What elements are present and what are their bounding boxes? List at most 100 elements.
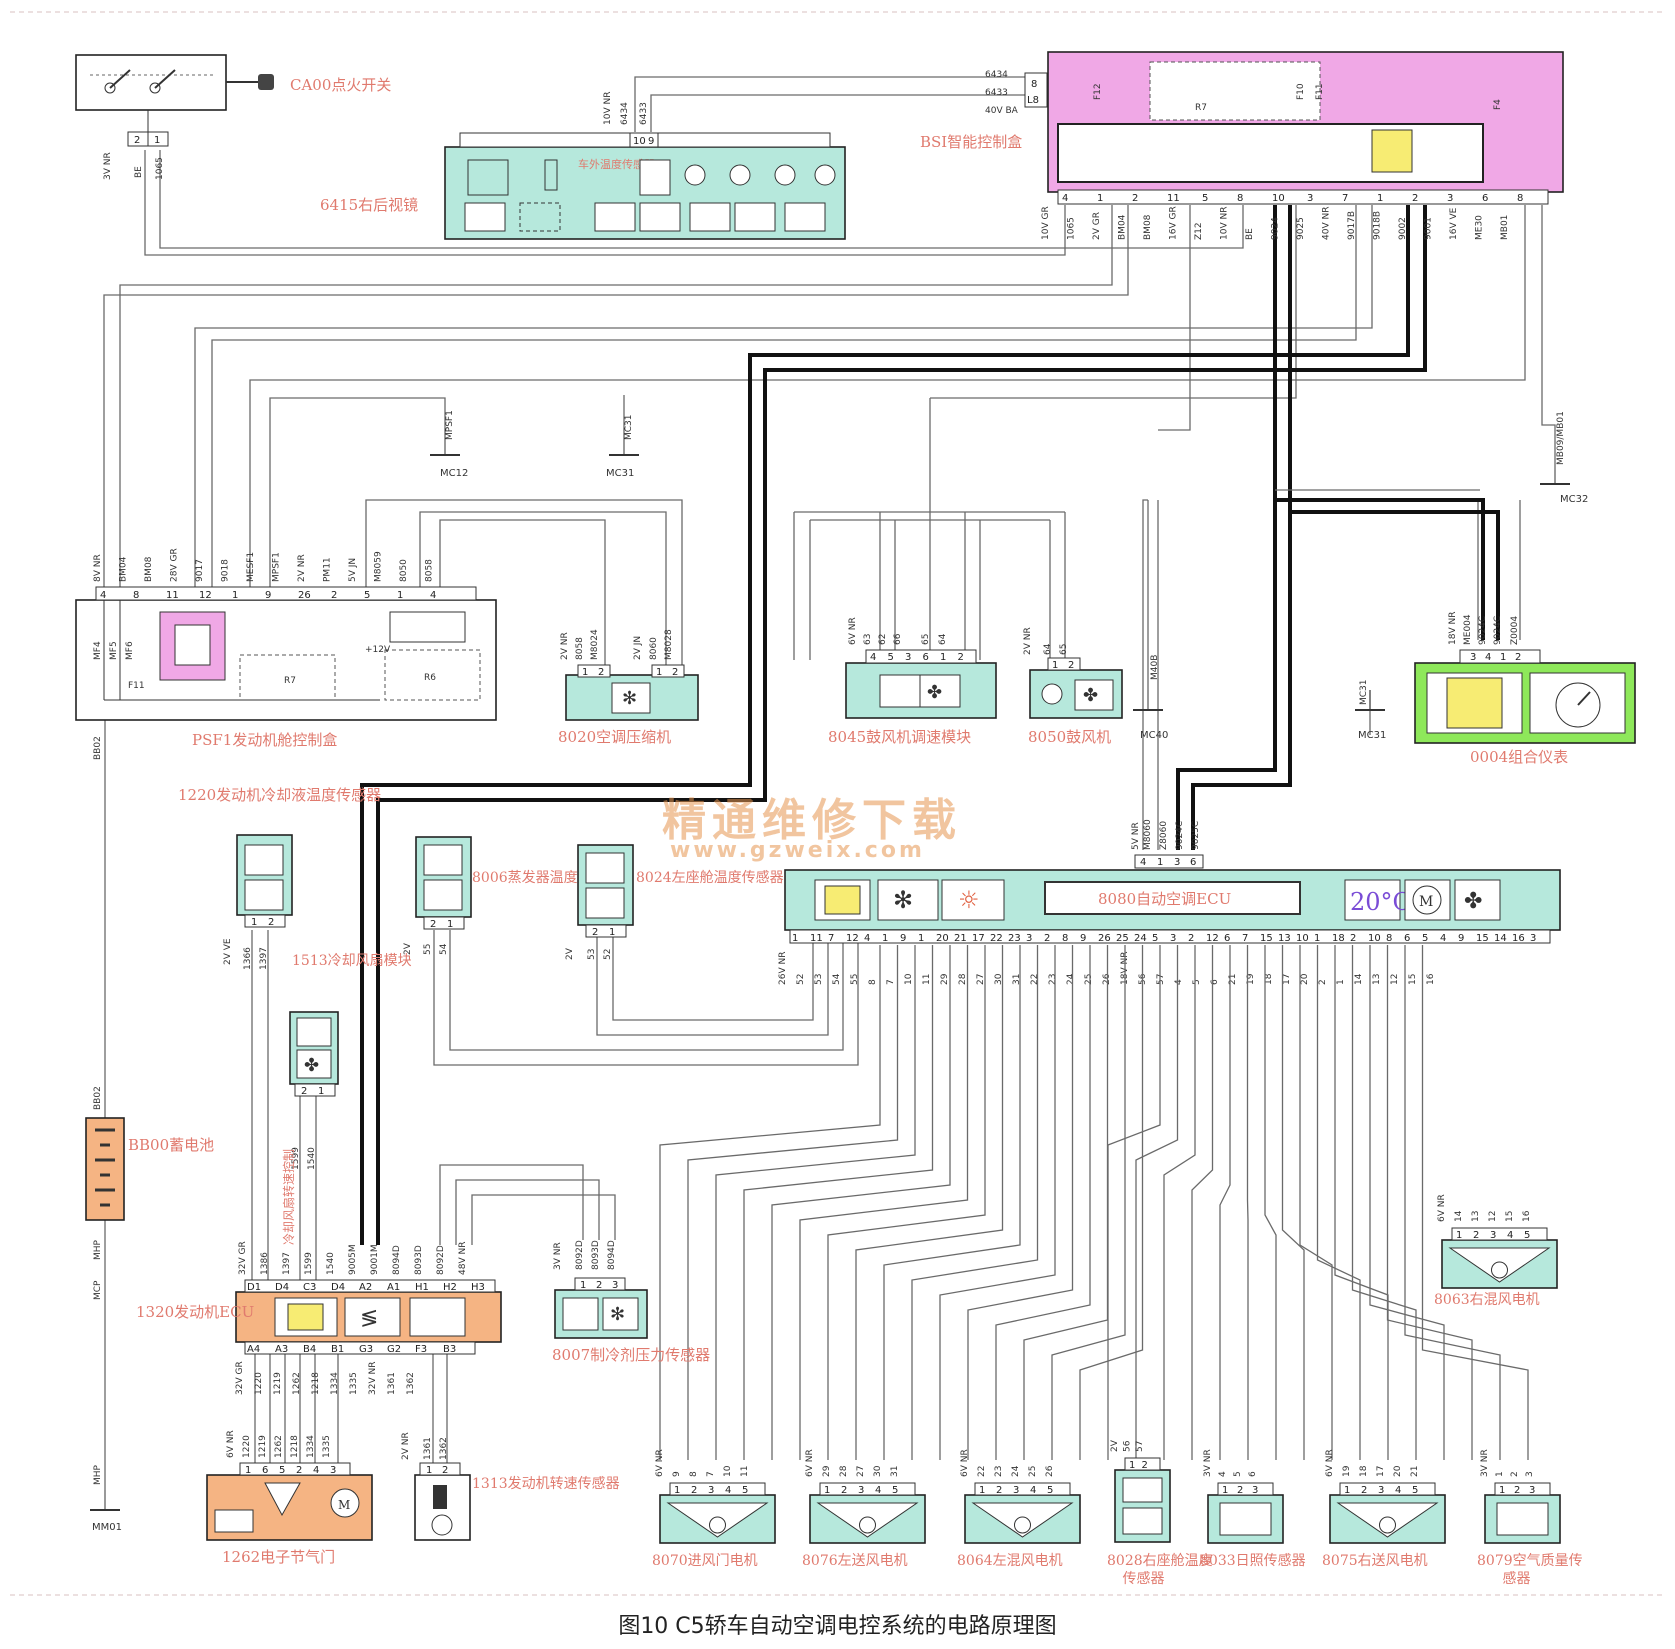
wire-label: 8058 <box>425 559 435 582</box>
svg-text:2: 2 <box>596 1280 602 1291</box>
ac-compressor[interactable]: 1 2 1 2 ✻ 8020空调压缩机 2V NR 8058 M8024 2V … <box>558 629 699 746</box>
pin-number: 16 <box>1512 933 1525 944</box>
wire-label: MPSF1 <box>272 552 282 582</box>
ignition-switch[interactable]: 2 1 CA00点火开关 3V NR BE 1065 <box>75 54 391 180</box>
pin-number: 3 <box>858 1485 864 1496</box>
pin-number: 1 <box>1097 193 1103 204</box>
refrigerant-pressure-sensor[interactable]: 1 2 3 ✻ 8007制冷剂压力传感器 3V NR 8092D 8093D 8… <box>552 1240 710 1364</box>
svg-text:40V BA: 40V BA <box>985 106 1019 116</box>
refrigerant-label: 8007制冷剂压力传感器 <box>552 1346 710 1364</box>
svg-text:2: 2 <box>592 927 598 938</box>
wire-label: 26V NR <box>778 952 788 985</box>
svg-text:BE: BE <box>134 166 144 178</box>
connector <box>1339 1482 1436 1496</box>
fan-icon: ✤ <box>1464 889 1482 914</box>
engine-speed-sensor[interactable]: 1 2 1313发动机转速传感器 2V NR 1361 1362 <box>401 1432 620 1541</box>
svg-text:1: 1 <box>609 927 615 938</box>
ecu-wire <box>687 945 899 1460</box>
wire-label: 13 <box>1372 974 1382 985</box>
pin-number: 3 <box>1529 1485 1535 1496</box>
pin-number: 10 <box>1368 933 1381 944</box>
ground-mc31-right: MC31 MC31 <box>1355 679 1386 741</box>
ecu-wire <box>855 945 1004 1460</box>
pin-number: 9 <box>1080 933 1086 944</box>
wire-label: 22 <box>1030 974 1040 985</box>
wire-label: 31 <box>1012 974 1022 985</box>
blower-motor[interactable]: 1 2 ✤ 8050鼓风机 2V NR 64 65 <box>1023 627 1123 746</box>
blower-module-label: 8045鼓风机调速模块 <box>828 728 971 746</box>
right-mirror[interactable]: 10 9 车外温度传感器 6415右后视镜 10V NR 6434 6433 <box>320 92 846 240</box>
pin-number: A2 <box>359 1282 372 1293</box>
svg-text:1: 1 <box>154 135 160 146</box>
pin-number: 9 <box>265 590 271 601</box>
svg-text:1: 1 <box>426 1465 432 1476</box>
svg-text:冷却风扇转速控制: 冷却风扇转速控制 <box>281 1149 296 1245</box>
mirror-icons <box>464 159 836 232</box>
svg-text:62: 62 <box>878 634 888 645</box>
svg-text:8094D: 8094D <box>607 1240 617 1270</box>
svg-text:2: 2 <box>1068 660 1074 671</box>
cooling-fan-module[interactable]: ✤ 2 1 1513冷却风扇模块 1599 1540 冷却风扇转速控制 <box>281 953 412 1245</box>
svg-text:2: 2 <box>672 667 678 678</box>
svg-text:1: 1 <box>582 667 588 678</box>
wire-label: M8059 <box>374 551 384 582</box>
wire-label: 53 <box>814 974 824 985</box>
ecu-wire <box>1386 945 1473 1460</box>
wire-label: 55 <box>850 974 860 985</box>
wire-label: 5 <box>1233 1471 1243 1477</box>
wire-label: 57 <box>1156 974 1166 985</box>
svg-text:F12: F12 <box>1093 83 1103 100</box>
pin-number: 4 <box>725 1485 731 1496</box>
actuator-label: 8064左混风电机 <box>957 1553 1063 1569</box>
ecu-wire <box>1369 945 1445 1460</box>
pin-number: 11 <box>810 933 823 944</box>
bsi-box[interactable]: 8 L8 6434 6433 40V BA F12 R7 F10 F11 F4 … <box>920 51 1564 240</box>
pin-number: 20 <box>936 933 949 944</box>
svg-text:6V NR: 6V NR <box>848 617 858 645</box>
pin-number: 4 <box>430 590 436 601</box>
snowflake-icon: ✻ <box>622 688 637 709</box>
left-cabin-temp-sensor[interactable]: 2 1 8024左座舱温度传感器 2V 53 52 <box>565 844 784 960</box>
wire-label: 31 <box>890 1466 900 1477</box>
svg-text:55: 55 <box>423 944 433 955</box>
pin-number: 2 <box>1132 193 1138 204</box>
wire-label: 18 <box>1264 973 1274 985</box>
svg-text:R6: R6 <box>424 673 436 683</box>
pin-number: 3 <box>905 652 911 663</box>
ecu-wire <box>743 945 934 1460</box>
wire-label: 8 <box>868 979 878 985</box>
pin-number: 4 <box>1062 193 1068 204</box>
wire-label: 32V GR <box>235 1361 245 1395</box>
svg-text:5V NR: 5V NR <box>1131 822 1141 850</box>
ecu-wire <box>1163 945 1196 1460</box>
pin-number: 1 <box>882 933 888 944</box>
pin-number: 1 <box>940 652 946 663</box>
coolant-temp-sensor[interactable]: 1 2 1220发动机冷却液温度传感器 2V VE 1366 1397 <box>178 786 381 970</box>
pin-number: 2 <box>1237 1485 1243 1496</box>
pin-number: 8 <box>1062 933 1068 944</box>
compressor-label: 8020空调压缩机 <box>558 728 671 746</box>
wire-label: 23 <box>1048 974 1058 985</box>
pin-number: 10 <box>1296 933 1309 944</box>
svg-text:6433: 6433 <box>985 88 1008 98</box>
wire-label: 1262 <box>274 1435 284 1458</box>
wire-label: 1599 <box>304 1252 314 1275</box>
pin-number: 5 <box>892 1485 898 1496</box>
instrument-cluster[interactable]: 3 4 1 2 0004组合仪表 18V NR ME004 9024C 9024… <box>1414 612 1636 766</box>
pin-number: 26 <box>298 590 311 601</box>
wire-label: 1218 <box>290 1435 300 1458</box>
svg-text:65: 65 <box>921 634 931 645</box>
wire-label: 1334 <box>330 1372 340 1395</box>
svg-text:MC40: MC40 <box>1140 730 1168 741</box>
pin-number: 13 <box>1278 933 1291 944</box>
wire-label: 23 <box>994 1466 1004 1477</box>
svg-text:L8: L8 <box>1027 95 1039 106</box>
svg-text:M8060: M8060 <box>1143 819 1153 850</box>
battery[interactable]: BB00蓄电池 BB02 BB02 MHP MCP <box>85 736 214 1300</box>
